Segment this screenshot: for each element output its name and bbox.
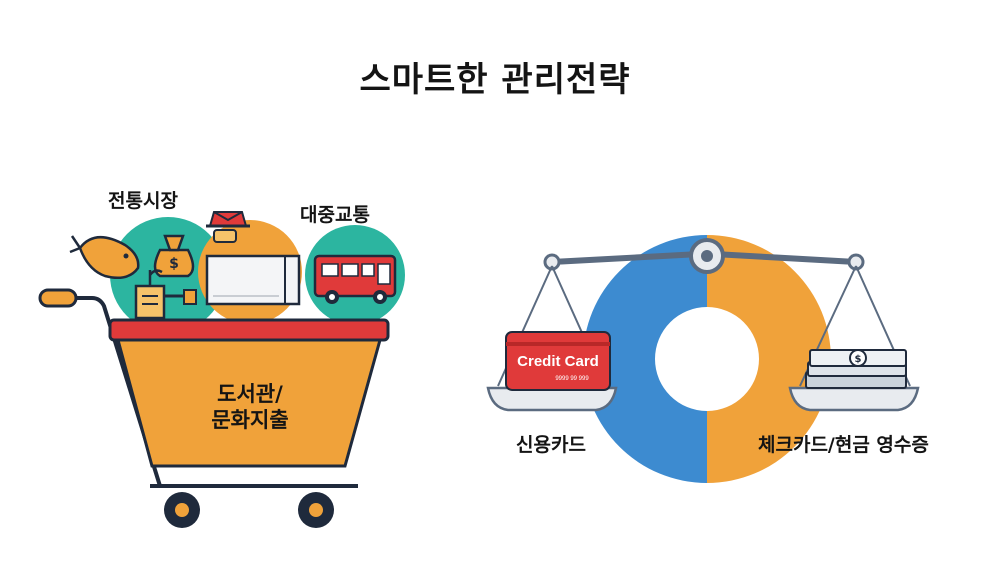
scale-pan-left bbox=[486, 386, 618, 412]
cash-stack-icon: $ bbox=[805, 349, 907, 389]
donut-orange-half bbox=[707, 235, 831, 483]
beam-end-right bbox=[847, 253, 865, 271]
donut-blue-half bbox=[583, 235, 707, 483]
bus-icon bbox=[313, 254, 397, 304]
cart-frame bbox=[76, 296, 162, 487]
market-stall-icon bbox=[134, 269, 197, 320]
money-bag-icon: $ bbox=[153, 234, 195, 278]
credit-card-text: Credit Card bbox=[517, 353, 599, 370]
cart-wheel-left bbox=[164, 492, 200, 528]
label-library-line1: 도서관/ bbox=[217, 382, 283, 406]
balance-scale: Credit Card 9999 99 999 $ bbox=[486, 235, 920, 483]
label-traditional-market: 전통시장 bbox=[108, 190, 178, 212]
beam-end-left bbox=[543, 253, 561, 271]
label-check-card-receipt: 체크카드/현금 영수증 bbox=[758, 434, 929, 456]
cart-rim bbox=[108, 318, 390, 342]
credit-card-icon: Credit Card 9999 99 999 bbox=[505, 331, 611, 391]
label-library-line2: 문화지출 bbox=[211, 408, 289, 432]
page-title: 스마트한 관리전략 bbox=[359, 60, 631, 100]
label-public-transport: 대중교통 bbox=[300, 204, 370, 226]
book-box-icon bbox=[205, 254, 301, 306]
fish-icon bbox=[69, 235, 140, 279]
shopping-cart: $ bbox=[38, 211, 405, 528]
label-credit-card: 신용카드 bbox=[516, 434, 586, 456]
cart-basket bbox=[116, 338, 382, 468]
credit-card-subtext: 9999 99 999 bbox=[555, 376, 589, 382]
cart-wheel-right bbox=[298, 492, 334, 528]
svg-text:$: $ bbox=[169, 256, 179, 272]
cart-handle bbox=[38, 288, 78, 308]
svg-text:$: $ bbox=[855, 354, 862, 365]
hat-icon bbox=[206, 211, 250, 243]
scale-pan-right bbox=[788, 386, 920, 412]
